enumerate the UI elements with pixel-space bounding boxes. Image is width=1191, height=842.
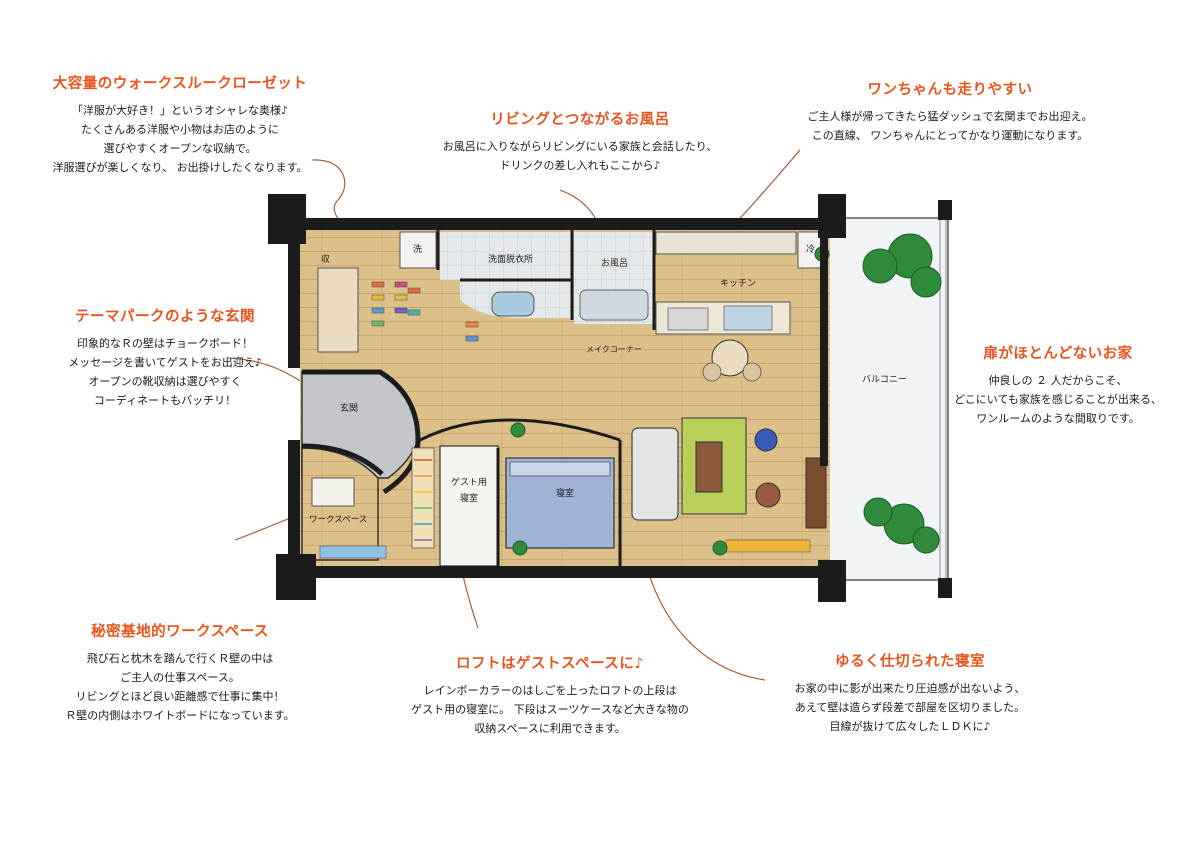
bathtub	[579, 289, 649, 321]
annotation-bath-line: お風呂に入りながらリビングにいる家族と会話したり、	[442, 140, 718, 153]
label-guest-2: 寝室	[460, 492, 478, 504]
label-workspace: ワークスペース	[309, 515, 367, 525]
pouf-blue	[754, 428, 778, 452]
annotation-nodoor-line: 仲良しの ２ 人だからこそ、	[988, 374, 1128, 387]
label-washer: 洗	[413, 243, 422, 255]
washer-box	[399, 231, 437, 269]
annotation-bath: リビングとつながるお風呂 お風呂に入りながらリビングにいる家族と会話したり、 ド…	[420, 108, 740, 175]
label-bath: お風呂	[601, 258, 628, 269]
annotation-entrance: テーマパークのような玄関 印象的なＲの壁はチョークボード！ メッセージを書いてゲ…	[40, 305, 290, 410]
annotation-closet-line: たくさんある洋服や小物はお店のように	[81, 123, 279, 136]
annotation-work-line: リビングとほど良い距離感で仕事に集中！	[75, 690, 285, 703]
annotation-closet-line: 「洋服が大好き！」というオシャレな奥様♪	[71, 104, 289, 117]
annotation-closet-line: 洋服選びが楽しくなり、 お出掛けしたくなります。	[52, 161, 308, 174]
annotation-entrance-line: コーディネートもバッチリ！	[93, 394, 237, 407]
label-balcony: バルコニー	[862, 374, 907, 385]
annotation-work-title: 秘密基地的ワークスペース	[91, 624, 269, 640]
pillar-top-left	[268, 194, 306, 244]
label-entrance: 玄関	[340, 402, 358, 414]
annotation-entrance-title: テーマパークのような玄関	[75, 309, 255, 325]
annotation-closet-line: 選びやすくオープンな収納で。	[103, 142, 257, 155]
loft-ladder	[411, 447, 435, 549]
annotation-loft-line: ゲスト用の寝室に。 下段はスーツケースなど大きな物の	[411, 703, 689, 716]
pillar-top-right	[818, 194, 846, 238]
coffee-table	[695, 441, 723, 493]
side-cabinet	[805, 457, 827, 529]
pouf-brown	[755, 482, 781, 508]
label-kitchen: キッチン	[720, 278, 756, 289]
annotation-nodoor-line: どこにいても家族を感じることが出来る、	[954, 393, 1162, 406]
rainbow-rug-work	[319, 545, 387, 559]
annotation-loft-line: 収納スペースに利用できます。	[474, 722, 626, 735]
annotation-loft-line: レインボーカラーのはしごを上ったロフトの上段は	[423, 684, 677, 697]
washroom-floor	[440, 232, 572, 280]
annotation-closet-title: 大容量のウォークスルークローゼット	[52, 76, 308, 92]
kitchen-counter-back	[655, 231, 797, 255]
ladder-rungs	[414, 459, 432, 541]
annotation-entrance-line: オープンの靴収納は選びやすく	[88, 375, 242, 388]
label-washroom: 洗面脱衣所	[488, 253, 533, 265]
annotation-entrance-line: メッセージを書いてゲストをお出迎え♪	[68, 356, 262, 369]
label-guest-1: ゲスト用	[451, 476, 487, 488]
sofa	[631, 427, 679, 521]
annotation-work-line: Ｒ壁の内側はホワイトボードになっています。	[65, 709, 295, 722]
label-makeup: メイクコーナー	[586, 345, 642, 354]
annotation-work-line: ご主人の仕事スペース。	[120, 671, 240, 684]
annotation-bedroom-line: あえて壁は造らず段差で部屋を区切りました。	[794, 701, 1026, 714]
annotation-bedroom-title: ゆるく仕切られた寝室	[835, 654, 985, 670]
annotation-closet: 大容量のウォークスルークローゼット 「洋服が大好き！」というオシャレな奥様♪ た…	[30, 72, 330, 177]
guest-loft	[439, 445, 499, 567]
pillar-bottom-left	[276, 554, 316, 600]
annotation-loft: ロフトはゲストスペースに♪ レインボーカラーのはしごを上ったロフトの上段は ゲス…	[380, 652, 720, 738]
annotation-dog: ワンちゃんも走りやすい ご主人様が帰ってきたら猛ダッシュで玄関までお出迎え。 こ…	[780, 78, 1120, 145]
annotation-dog-line: この直線、 ワンちゃんにとってかなり運動になります。	[811, 129, 1089, 142]
annotation-nodoor-title: 扉がほとんどないお家	[983, 346, 1133, 362]
annotation-bedroom-line: 目線が抜けて広々したＬＤＫに♪	[829, 720, 991, 733]
interior-walls	[419, 228, 656, 568]
annotation-entrance-line: 印象的なＲの壁はチョークボード！	[77, 337, 253, 350]
annotation-bath-title: リビングとつながるお風呂	[490, 112, 670, 128]
annotation-bedroom-line: お家の中に影が出来たり圧迫感が出ないよう、	[794, 682, 1026, 695]
r-wall	[302, 369, 421, 495]
plants	[510, 233, 942, 556]
outer-walls	[268, 194, 952, 602]
annotation-dog-line: ご主人様が帰ってきたら猛ダッシュで玄関までお出迎え。	[807, 110, 1093, 123]
dining-table	[711, 339, 749, 377]
annotation-work-line: 飛び石と枕木を踏んで行くＲ壁の中は	[86, 652, 274, 665]
rainbow-rug-living	[725, 539, 811, 553]
closet-shelf	[317, 267, 359, 353]
annotation-bedroom: ゆるく仕切られた寝室 お家の中に影が出来たり圧迫感が出ないよう、 あえて壁は造ら…	[760, 650, 1060, 736]
annotation-dog-title: ワンちゃんも走りやすい	[867, 82, 1033, 98]
annotation-loft-title: ロフトはゲストスペースに♪	[455, 656, 644, 672]
label-storage: 収	[321, 253, 330, 265]
annotation-bath-line: ドリンクの差し入れもここから♪	[499, 159, 661, 172]
annotation-work: 秘密基地的ワークスペース 飛び石と枕木を踏んで行くＲ壁の中は ご主人の仕事スペー…	[30, 620, 330, 725]
pillows	[509, 461, 611, 477]
pillar-bottom-right	[818, 560, 846, 602]
closet-clothes	[371, 281, 479, 342]
annotation-nodoor: 扉がほとんどないお家 仲良しの ２ 人だからこそ、 どこにいても家族を感じること…	[948, 342, 1168, 428]
label-fridge: 冷	[806, 243, 815, 255]
sink	[491, 291, 535, 317]
label-bedroom: 寝室	[556, 487, 574, 499]
work-desk	[311, 477, 355, 507]
annotation-nodoor-line: ワンルームのような間取りです。	[976, 412, 1140, 425]
